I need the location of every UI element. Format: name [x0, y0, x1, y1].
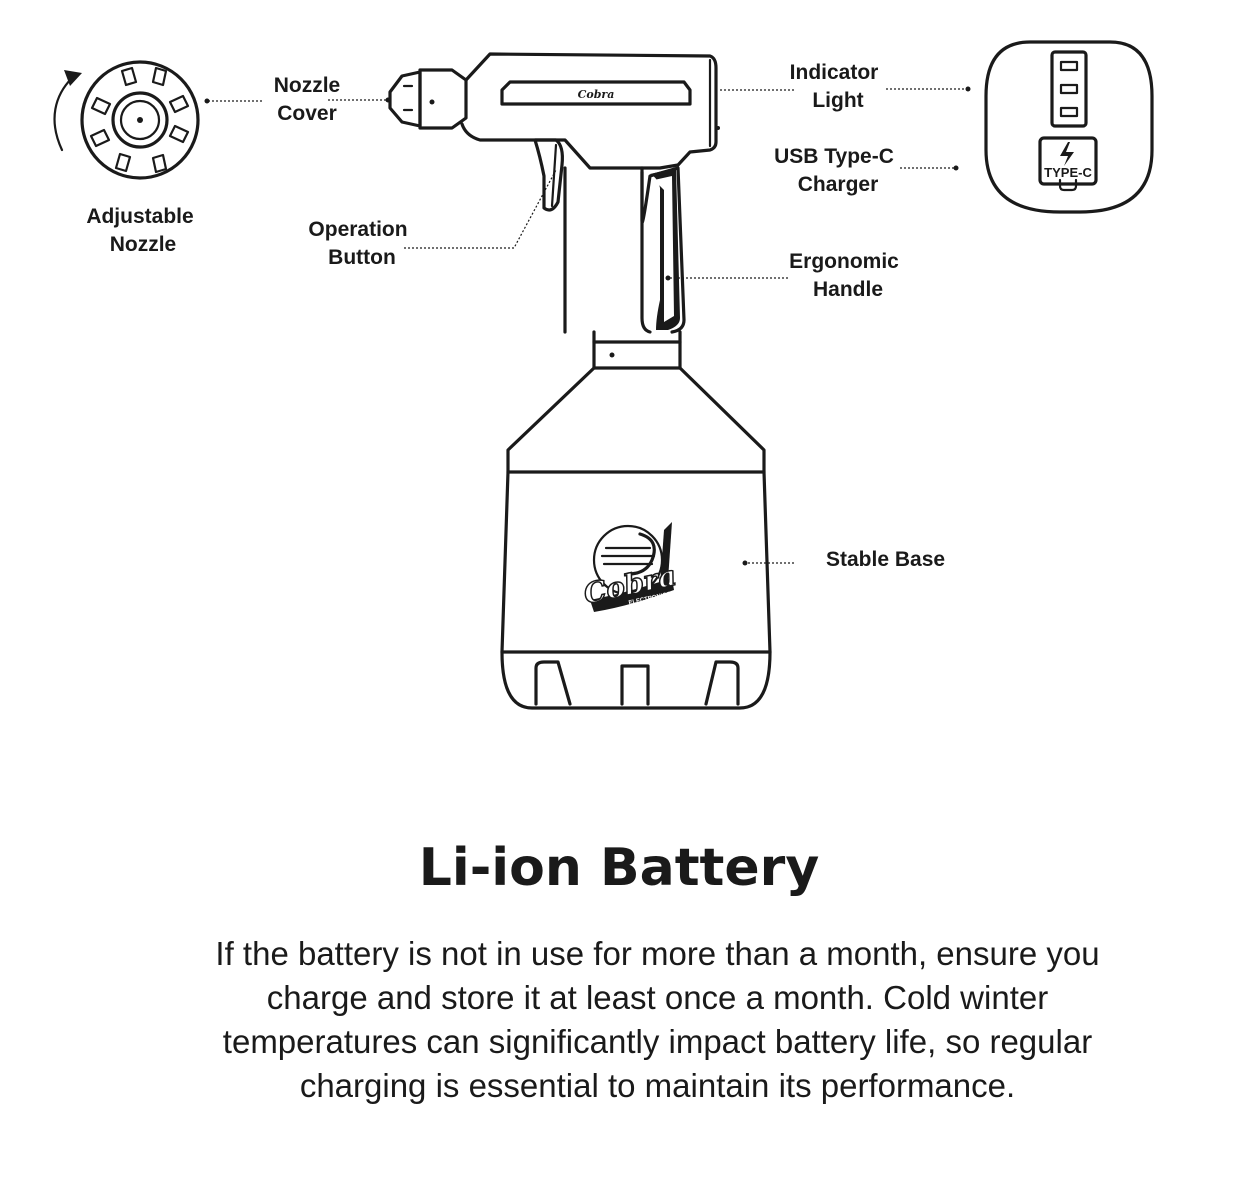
label-operation-button-line1: Operation [308, 218, 407, 241]
usb-type-c-port [1038, 136, 1098, 186]
operation-button [533, 138, 564, 212]
bottle-base [500, 650, 772, 710]
cobra-logo: Cobra ELECTRONICS [580, 522, 680, 612]
label-adjustable-nozzle-line1: Adjustable [86, 205, 193, 228]
adjustable-nozzle-illustration [53, 60, 200, 180]
label-ergonomic-handle-line2: Handle [813, 278, 883, 301]
sprayer-diagram: Adjustable Nozzle Nozzle Cover Operation… [53, 40, 1154, 710]
leader-operation-button [404, 169, 557, 249]
gun-logo-text: Cobra [578, 88, 615, 101]
section-title: Li-ion Battery [418, 838, 820, 898]
section-body: If the battery is not in use for more th… [215, 935, 1100, 1104]
label-ergonomic-handle-line1: Ergonomic [789, 250, 899, 273]
label-usb-charger-line2: Charger [798, 173, 879, 196]
charging-panel-illustration: TYPE-C [984, 40, 1154, 214]
nozzle-cover [418, 68, 468, 130]
sprayer-illustration: Cobra Cobra ELECTRONICS [388, 52, 772, 710]
label-indicator-light-line2: Light [812, 89, 863, 112]
gun-body [460, 52, 718, 170]
label-nozzle-cover-line2: Cover [277, 102, 337, 125]
gun-slot [500, 80, 692, 106]
bottle-shoulder [506, 366, 766, 474]
label-adjustable-nozzle-line2: Nozzle [110, 233, 177, 256]
lightning-icon [1060, 142, 1074, 166]
bottle-body [500, 470, 772, 654]
label-operation-button-line2: Button [328, 246, 396, 269]
rotate-arrow-icon [64, 70, 82, 86]
label-usb-charger-line1: USB Type-C [774, 145, 894, 168]
bottle-collar [592, 340, 682, 370]
label-nozzle-cover-line1: Nozzle [274, 74, 341, 97]
label-indicator-light-line1: Indicator [790, 61, 879, 84]
port-label: TYPE-C [1044, 165, 1092, 180]
nozzle-tip [388, 70, 422, 128]
indicator-light-panel [1050, 50, 1088, 128]
label-stable-base: Stable Base [826, 548, 945, 571]
